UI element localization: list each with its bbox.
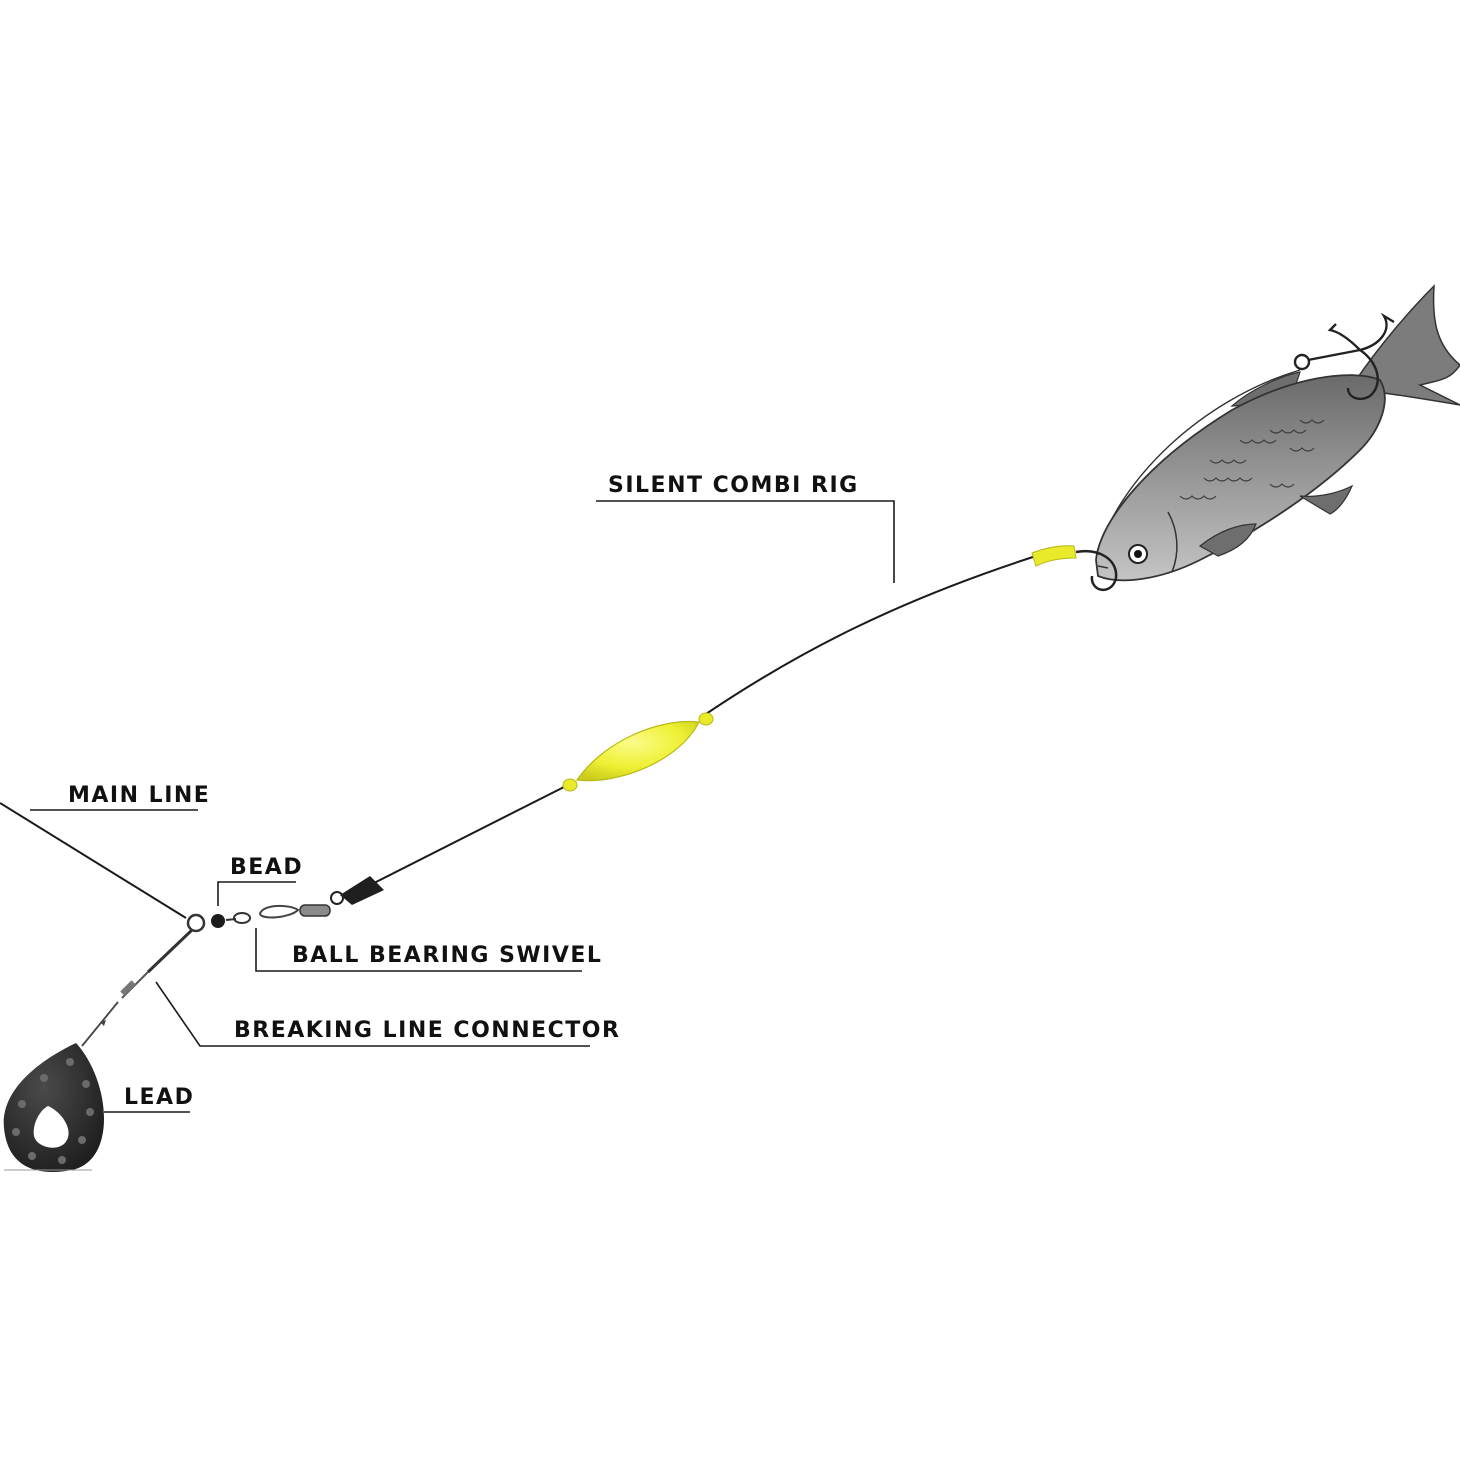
bait-fish-illustration (1095, 284, 1460, 582)
main-line (0, 802, 187, 919)
treble-hook-icon (1293, 312, 1395, 400)
callout-ball-bearing-swivel-line (255, 928, 582, 972)
line-aligner-sleeve (1031, 545, 1077, 567)
breaking-line-connector-icon (81, 928, 194, 1047)
label-lead: LEAD (124, 1085, 194, 1110)
label-ball-bearing-swivel: BALL BEARING SWIVEL (292, 943, 602, 968)
ball-bearing-swivel-icon (225, 876, 384, 924)
callout-bead-line (217, 881, 296, 906)
callout-silent-combi-rig-line (596, 500, 895, 583)
label-silent-combi-rig: SILENT COMBI RIG (608, 473, 859, 498)
subfloat-icon (562, 712, 714, 792)
bead-icon (211, 914, 225, 928)
callout-breaking-line-connector-line (155, 981, 590, 1047)
rig-line (371, 555, 1037, 885)
label-breaking-line-connector: BREAKING LINE CONNECTOR (234, 1018, 620, 1043)
label-bead: BEAD (230, 855, 303, 880)
label-main-line: MAIN LINE (68, 783, 210, 808)
single-hook-icon (1075, 549, 1118, 591)
lead-weight-icon (3, 1043, 105, 1172)
run-ring-icon (186, 913, 206, 933)
